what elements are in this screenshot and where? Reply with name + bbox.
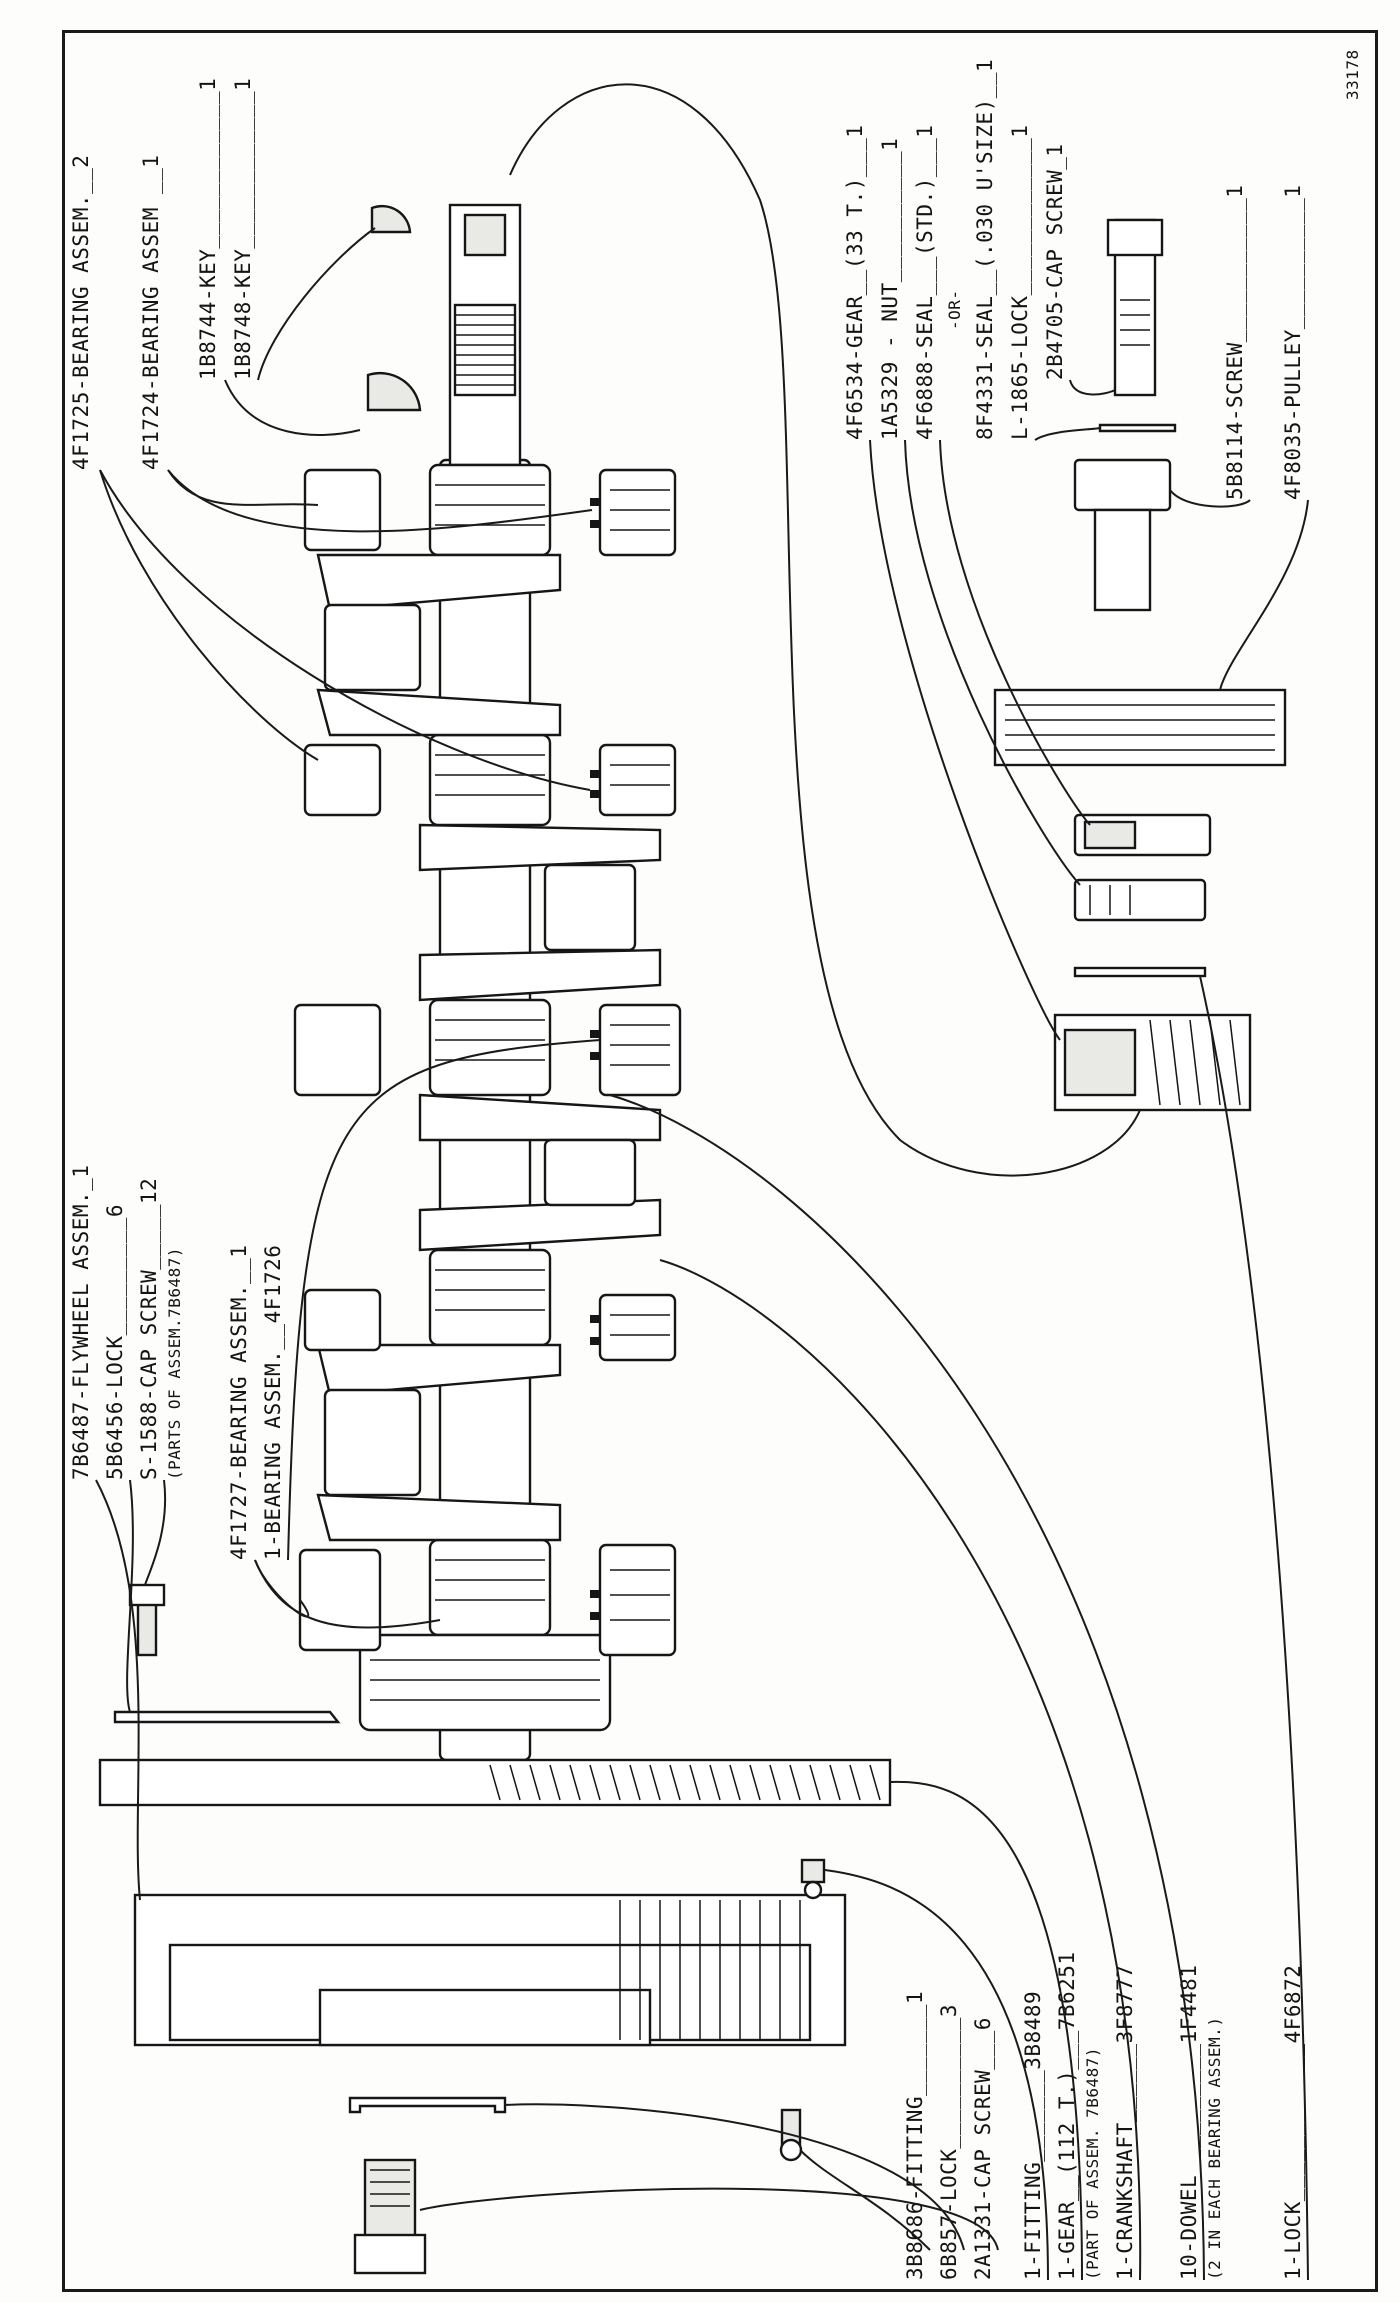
label-5b6456: 5B6456-LOCK_________6 bbox=[103, 1204, 127, 1480]
bottom-labels: 3B8686-FITTING_______1 6B857-LOCK_______… bbox=[903, 1951, 1305, 2280]
label-4f1727: 4F1727-BEARING ASSEM.__1 bbox=[227, 1245, 251, 1560]
label-4f6534: 4F6534-GEAR__(33 T.)___1 bbox=[843, 125, 867, 440]
label-5b8114: 5B8114-SCREW___________1 bbox=[1223, 185, 1247, 500]
bottom-small-parts bbox=[348, 1858, 826, 2275]
cap-screw-s1588 bbox=[136, 1598, 158, 1657]
label-or: -OR- bbox=[945, 289, 964, 330]
label-1b8748: 1B8748-KEY____________1 bbox=[231, 78, 255, 380]
nut-1a5329 bbox=[1073, 878, 1207, 922]
label-8f4331: 8F4331-SEAL__(.030 U'SIZE)__1 bbox=[973, 59, 997, 440]
lock-4f6872 bbox=[1073, 966, 1207, 978]
label-7b6251-note: (PART OF ASSEM. 7B6487) bbox=[1083, 2047, 1102, 2280]
label-7b6487: 7B6487-FLYWHEEL ASSEM._1 bbox=[69, 1165, 93, 1480]
bearing-4f1724-lower bbox=[598, 468, 677, 557]
label-4f1724: 4F1724-BEARING ASSEM __1 bbox=[139, 155, 163, 470]
label-l1865: L-1865-LOCK____________1 bbox=[1008, 125, 1032, 440]
bearing-4f1727-lower bbox=[598, 1543, 677, 1657]
drawing-border bbox=[62, 30, 1378, 2292]
label-4f1726: 1-BEARING ASSEM.__4F1726 bbox=[261, 1245, 285, 1560]
screw-5b8114 bbox=[1073, 458, 1172, 512]
label-4f1725: 4F1725-BEARING ASSEM.__2 bbox=[69, 155, 93, 470]
lock-l1865 bbox=[1098, 423, 1177, 433]
keys bbox=[366, 204, 422, 412]
lock-6b857 bbox=[348, 2096, 507, 2114]
label-4f6872: 1-LOCK____________4F6872 bbox=[1281, 1965, 1305, 2280]
leader-lines bbox=[95, 83, 1309, 2281]
front-drive-parts bbox=[993, 218, 1287, 1112]
label-2a1331: 2A1331-CAP SCREW___6 bbox=[971, 2017, 995, 2280]
bearing-4f1725-upper bbox=[303, 743, 382, 817]
flywheel-assembly bbox=[98, 1583, 892, 2047]
bearing-4f1726-upper bbox=[293, 1003, 382, 1097]
lock-5b6456 bbox=[113, 1710, 341, 1724]
key-1b8748 bbox=[370, 204, 412, 234]
bearing-shells bbox=[293, 468, 682, 1657]
key-1b8744 bbox=[366, 371, 422, 412]
drawing-number: 33178 bbox=[1343, 49, 1362, 100]
label-3b8489: 1-FITTING_______3B8489 bbox=[1021, 1991, 1045, 2280]
bearing-4f1727-upper bbox=[298, 1548, 382, 1652]
top-labels: 4F1725-BEARING ASSEM.__2 4F1724-BEARING … bbox=[69, 49, 1362, 500]
label-6b857: 6B857-LOCK__________3 bbox=[937, 2004, 961, 2280]
bearing-4f1724-upper bbox=[303, 468, 382, 552]
label-3b8686: 3B8686-FITTING_______1 bbox=[903, 1991, 927, 2280]
left-labels: 7B6487-FLYWHEEL ASSEM._1 5B6456-LOCK____… bbox=[69, 1165, 285, 1560]
label-1f4481-note: (2 IN EACH BEARING ASSEM.) bbox=[1205, 2017, 1224, 2280]
label-1a5329: 1A5329 - NUT__________1 bbox=[878, 138, 902, 440]
crankshaft bbox=[316, 203, 662, 1762]
label-2b4705: 2B4705-CAP SCREW_1 bbox=[1043, 143, 1067, 380]
ring-gear-7b6251 bbox=[98, 1758, 892, 1807]
bearing-4f1726-lower bbox=[598, 1003, 682, 1097]
label-1b8744: 1B8744-KEY____________1 bbox=[196, 78, 220, 380]
label-7b6251: 1-GEAR__(112 T.)___7B6251 bbox=[1055, 1951, 1079, 2280]
label-s1588-note: (PARTS OF ASSEM.7B6487) bbox=[165, 1247, 184, 1480]
pulley-4f8035 bbox=[993, 688, 1287, 767]
cap-screw-2a1331 bbox=[363, 2158, 417, 2247]
bearing-4f1725b-upper bbox=[303, 1288, 382, 1352]
fitting-3b8489 bbox=[800, 1858, 826, 1884]
label-4f6888: 4F6888-SEAL___(STD.)___1 bbox=[913, 125, 937, 440]
bearing-4f1725-lower bbox=[598, 743, 677, 817]
label-s1588: S-1588-CAP SCREW_____12 bbox=[137, 1178, 161, 1480]
label-4f8035: 4F8035-PULLEY__________1 bbox=[1281, 185, 1305, 500]
bearing-4f1725b-lower bbox=[598, 1293, 677, 1362]
